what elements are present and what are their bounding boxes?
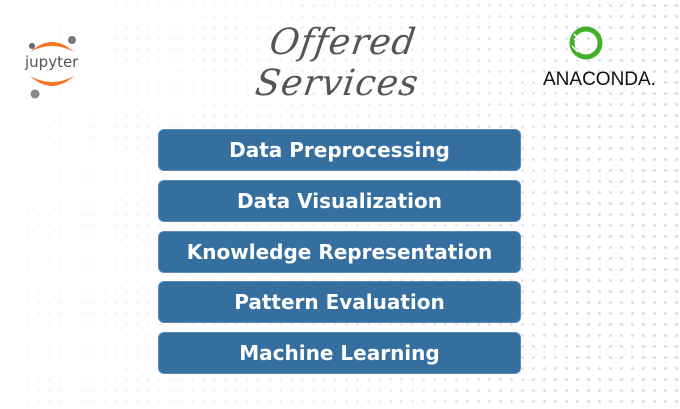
jupyter-wordmark: jupyter [25, 53, 79, 71]
service-pattern-evaluation: Pattern Evaluation [158, 281, 521, 323]
service-data-preprocessing: Data Preprocessing [158, 129, 521, 171]
anaconda-wordmark: ANACONDA. [543, 69, 656, 90]
anaconda-logo: ANACONDA. [538, 26, 658, 96]
jupyter-logo: jupyter [22, 30, 82, 100]
service-data-visualization: Data Visualization [158, 180, 521, 222]
page-title: Offered Services [252, 22, 422, 104]
jupyter-logo-icon [29, 36, 76, 99]
service-knowledge-representation: Knowledge Representation [158, 231, 521, 273]
service-machine-learning: Machine Learning [158, 332, 521, 374]
anaconda-ring-icon [569, 26, 603, 60]
